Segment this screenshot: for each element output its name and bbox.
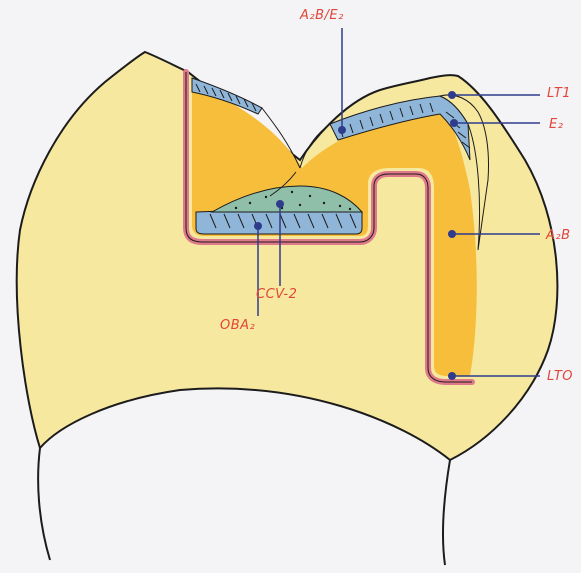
- dot-ccv2: [276, 200, 284, 208]
- label-lt1: LT1: [547, 86, 571, 101]
- label-a2b: A₂B: [546, 228, 571, 243]
- label-lto: LTO: [547, 369, 573, 384]
- label-oba2: OBA₂: [220, 318, 255, 333]
- dot-oba2: [254, 222, 262, 230]
- label-ccv2: CCV-2: [256, 287, 297, 302]
- root-line-left: [38, 448, 50, 560]
- label-a2b-e2: A₂B/E₂: [300, 8, 344, 23]
- dot-lto: [448, 372, 456, 380]
- dot-a2b: [448, 230, 456, 238]
- base-oba2: [196, 211, 362, 235]
- dot-e2: [450, 119, 458, 127]
- root-line-right: [443, 460, 450, 565]
- dot-a2b-e2: [338, 126, 346, 134]
- label-e2: E₂: [549, 117, 563, 132]
- dot-lt1: [448, 91, 456, 99]
